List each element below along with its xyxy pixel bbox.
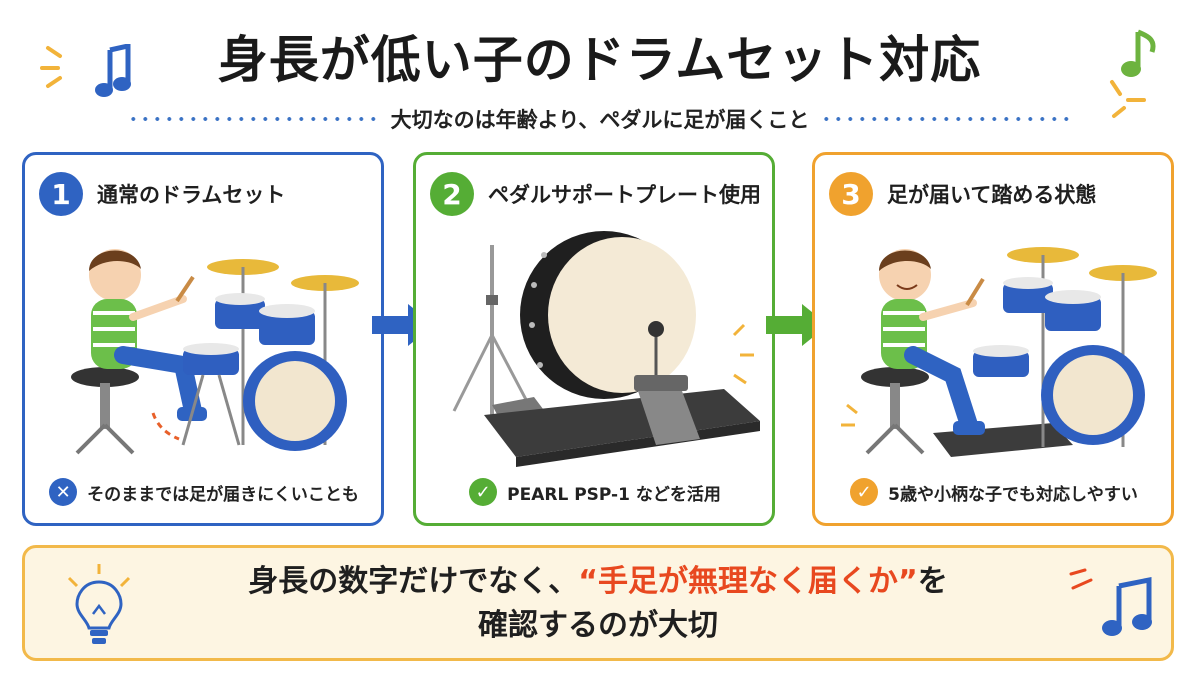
panel-pedal-support-plate: 2 ペダルサポートプレート使用 ✓ PEARL PSP-1 などを活用 (413, 152, 775, 526)
key-point-lead: 身長の数字だけでなく、 (248, 564, 579, 599)
check-icon: ✓ (469, 478, 498, 506)
check-icon: ✓ (850, 478, 879, 506)
music-note-icon (95, 44, 131, 97)
key-point-tail: を (917, 564, 948, 599)
panel-header: 2 ペダルサポートプレート使用 (430, 171, 762, 217)
key-point-box: 身長の数字だけでなく、“手足が無理なく届くか”を 確認するのが大切 (22, 545, 1174, 661)
key-point-highlight: “手足が無理なく届くか” (578, 564, 918, 599)
panel-title: 足が届いて踏める状態 (887, 183, 1097, 207)
key-point-line-2: 確認するのが大切 (478, 608, 718, 643)
panel-title: ペダルサポートプレート使用 (488, 183, 761, 207)
dotted-divider (130, 117, 377, 121)
child-reaching-pedal-illustration (841, 247, 1157, 457)
caption-text: 5歳や小柄な子でも対応しやすい (888, 484, 1138, 505)
child-on-normal-drum-set-illustration (71, 249, 359, 455)
subtitle-row: 大切なのは年齢より、ペダルに足が届くこと (130, 104, 1070, 134)
lightbulb-icon (67, 564, 131, 644)
pedal-support-plate-illustration (452, 231, 760, 467)
dotted-divider (823, 117, 1070, 121)
page-title: 身長が低い子のドラムセット対応 (217, 31, 982, 89)
panel-title: 通常のドラムセット (97, 183, 286, 207)
panel-caption: ✓ PEARL PSP-1 などを活用 (428, 475, 762, 509)
subtitle: 大切なのは年齢より、ペダルに足が届くこと (390, 108, 810, 132)
panel-header: 1 通常のドラムセット (39, 171, 371, 217)
sparkle-lines-left (40, 46, 62, 88)
caption-text: そのままでは足が届きにくいことも (87, 484, 359, 505)
music-note-icon (1121, 29, 1156, 77)
panel-normal-drum-set: 1 通常のドラムセット (22, 152, 384, 526)
panel-caption: ✓ 5歳や小柄な子でも対応しやすい (827, 475, 1161, 509)
music-note-icon (1102, 576, 1152, 636)
panel-caption: ✕ そのままでは足が届きにくいことも (37, 475, 371, 509)
key-point-text: 身長の数字だけでなく、“手足が無理なく届くか”を 確認するのが大切 (175, 560, 1021, 648)
step-number-badge: 2 (430, 172, 474, 216)
sparkle-lines-right (1110, 80, 1146, 118)
cross-icon: ✕ (49, 478, 78, 506)
panel-feet-reach-pedal: 3 足が届いて踏める状態 (812, 152, 1174, 526)
sparkle-lines (1069, 568, 1093, 590)
panel-header: 3 足が届いて踏める状態 (829, 171, 1161, 217)
caption-text: PEARL PSP-1 などを活用 (507, 484, 721, 505)
step-number-badge: 1 (39, 172, 83, 216)
key-point-line-1: 身長の数字だけでなく、“手足が無理なく届くか”を (175, 560, 1021, 604)
step-number-badge: 3 (829, 172, 873, 216)
